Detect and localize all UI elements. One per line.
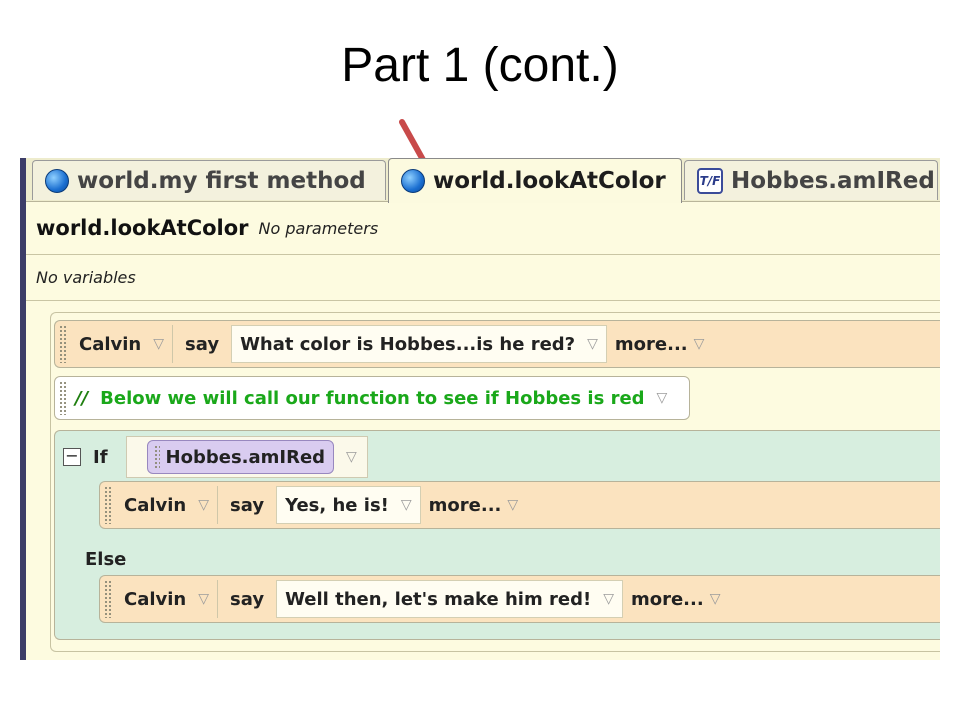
drag-handle[interactable] [59,325,67,363]
variables-row: No variables [26,258,940,296]
globe-icon [45,168,69,193]
tab-label: world.lookAtColor [433,168,666,194]
drag-handle[interactable] [59,381,67,415]
divider [26,254,940,255]
else-keyword: Else [85,549,127,570]
code-area: Calvin ▽ say What color is Hobbes...is h… [26,308,940,660]
statement-list-frame [50,312,940,652]
dropdown-arrow-icon: ▽ [507,497,519,513]
drag-handle[interactable] [153,445,160,469]
object-selector[interactable]: Calvin ▽ [116,580,219,618]
tab-label: Hobbes.amIRed [731,167,935,194]
tab-hobbes-am-i-red[interactable]: T/F Hobbes.amIRed [684,160,938,200]
say-statement[interactable]: Calvin ▽ say What color is Hobbes...is h… [54,320,940,368]
more-button[interactable]: more... ▽ [607,334,711,355]
dropdown-arrow-icon: ▽ [346,449,357,465]
more-button[interactable]: more... ▽ [623,589,727,610]
if-keyword: If [93,446,108,468]
method-editor-window: world.my first method world.lookAtColor … [20,158,940,660]
condition-slot[interactable]: Hobbes.amIRed ▽ [125,436,368,478]
say-text: Well then, let's make him red! [285,588,592,610]
method-header: world.lookAtColor No parameters [26,203,940,253]
more-label: more... [630,588,704,610]
say-keyword: say [230,494,265,516]
more-label: more... [428,494,502,516]
drag-handle[interactable] [104,486,112,524]
object-name: Calvin [79,333,142,355]
tab-label: world.my first method [77,167,366,194]
tab-bar: world.my first method world.lookAtColor … [26,158,940,203]
say-keyword: say [185,333,220,355]
if-header: − If Hobbes.amIRed ▽ [63,436,368,478]
slide-title: Part 1 (cont.) [341,39,619,92]
true-false-icon: T/F [697,167,723,194]
say-statement-else[interactable]: Calvin ▽ say Well then, let's make him r… [99,575,940,623]
function-call-tile[interactable]: Hobbes.amIRed [146,440,335,474]
comment-marker: // [75,387,89,409]
say-statement-then[interactable]: Calvin ▽ say Yes, he is! ▽ more... ▽ [99,481,940,529]
method-parameters: No parameters [258,218,379,238]
divider [26,300,940,301]
say-text-selector[interactable]: Well then, let's make him red! ▽ [276,580,623,618]
say-text-selector[interactable]: What color is Hobbes...is he red? ▽ [231,325,607,363]
dropdown-arrow-icon: ▽ [709,591,721,607]
dropdown-arrow-icon: ▽ [656,390,668,406]
say-text-selector[interactable]: Yes, he is! ▽ [276,486,421,524]
if-else-block[interactable]: − If Hobbes.amIRed ▽ Calvin ▽ say [54,430,940,640]
method-name: world.lookAtColor [36,216,249,240]
globe-icon [401,169,425,193]
dropdown-arrow-icon: ▽ [153,336,165,352]
window-edge [20,158,26,660]
tab-world-my-first-method[interactable]: world.my first method [32,160,386,200]
object-selector[interactable]: Calvin ▽ [71,325,174,363]
more-button[interactable]: more... ▽ [421,495,525,516]
dropdown-arrow-icon: ▽ [198,497,210,513]
object-name: Calvin [124,588,187,610]
object-selector[interactable]: Calvin ▽ [116,486,219,524]
tab-world-look-at-color[interactable]: world.lookAtColor [388,158,682,203]
dropdown-arrow-icon: ▽ [603,591,614,607]
dropdown-arrow-icon: ▽ [587,336,598,352]
comment-statement[interactable]: // Below we will call our function to se… [54,376,690,420]
say-text: What color is Hobbes...is he red? [240,333,576,355]
variables-label: No variables [36,267,136,287]
dropdown-arrow-icon: ▽ [198,591,210,607]
collapse-icon[interactable]: − [63,448,81,466]
condition-name: Hobbes.amIRed [165,446,326,468]
dropdown-arrow-icon: ▽ [693,336,705,352]
object-name: Calvin [124,494,187,516]
comment-text[interactable]: Below we will call our function to see i… [100,387,645,409]
dropdown-arrow-icon: ▽ [400,497,412,513]
more-label: more... [614,333,688,355]
drag-handle[interactable] [104,580,112,618]
say-text: Yes, he is! [285,494,389,516]
say-keyword: say [230,588,265,610]
